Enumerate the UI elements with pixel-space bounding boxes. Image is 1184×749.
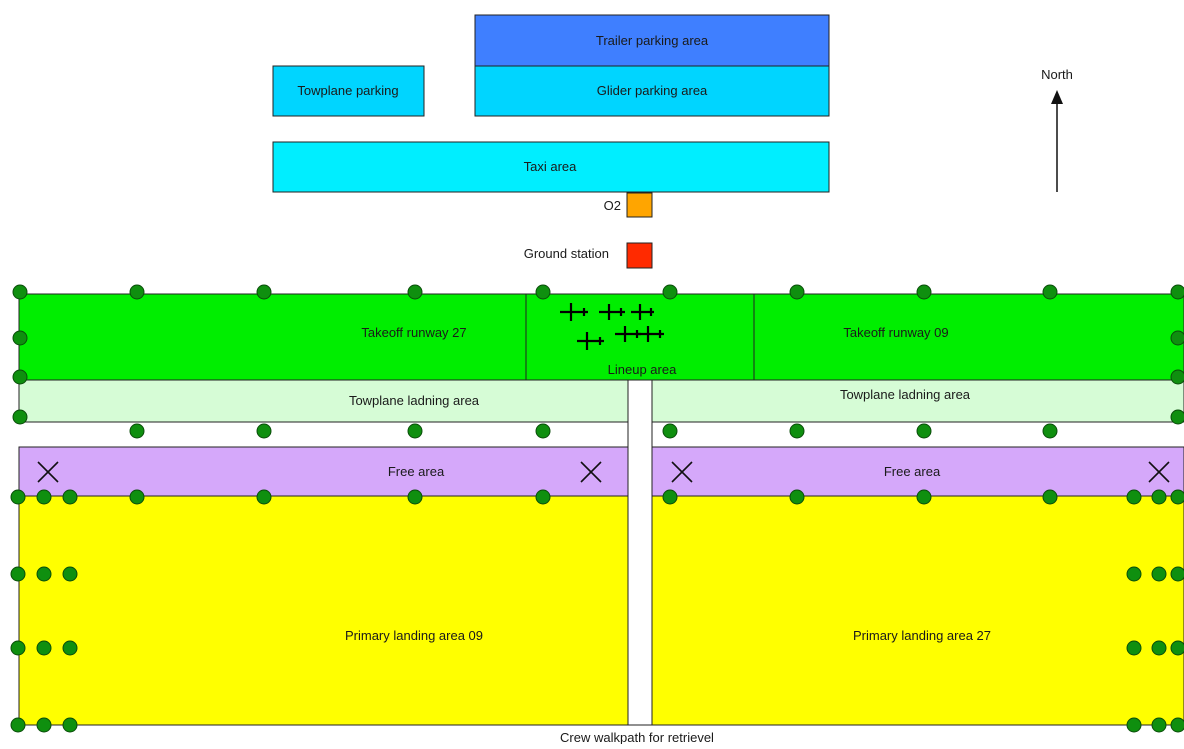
runway-light bbox=[1170, 409, 1184, 425]
x-marker bbox=[1148, 461, 1170, 483]
runway-light bbox=[1151, 566, 1167, 582]
glider-icon bbox=[631, 304, 654, 320]
runway-light bbox=[10, 489, 26, 505]
runway-light bbox=[36, 640, 52, 656]
runway-light bbox=[407, 284, 423, 300]
runway-light bbox=[1126, 489, 1142, 505]
x-marker bbox=[671, 461, 693, 483]
taxi-area-label: Taxi area bbox=[524, 159, 578, 174]
glider-icon bbox=[637, 326, 664, 342]
towplane-landing-right-label: Towplane ladning area bbox=[840, 387, 971, 402]
north-arrow-head bbox=[1051, 90, 1063, 104]
ground-station-label: Ground station bbox=[524, 246, 609, 261]
runway-light bbox=[789, 489, 805, 505]
crew-walkpath-label: Crew walkpath for retrievel bbox=[560, 730, 714, 744]
glider-parking-area bbox=[474, 65, 830, 117]
runway-light bbox=[256, 423, 272, 439]
north-label: North bbox=[1041, 67, 1073, 82]
runway-light bbox=[129, 489, 145, 505]
runway-light bbox=[1170, 640, 1184, 656]
runway-light bbox=[10, 717, 26, 733]
free-area-left-label: Free area bbox=[388, 464, 445, 479]
runway-light bbox=[1170, 369, 1184, 385]
lineup-gliders bbox=[560, 303, 664, 350]
runway-light bbox=[535, 284, 551, 300]
trailer-parking-area bbox=[474, 14, 830, 67]
glider-icon bbox=[599, 304, 625, 320]
runway-light bbox=[916, 284, 932, 300]
runway-light bbox=[662, 284, 678, 300]
primary-landing-27-label: Primary landing area 27 bbox=[853, 628, 991, 643]
primary-landing-strip bbox=[18, 495, 1184, 726]
ground-station-marker bbox=[626, 242, 653, 269]
runway-light bbox=[62, 566, 78, 582]
towplane-parking-area bbox=[272, 65, 425, 117]
runway-light bbox=[535, 423, 551, 439]
runway-light bbox=[1170, 489, 1184, 505]
o2-marker bbox=[626, 192, 653, 218]
runway-light bbox=[62, 717, 78, 733]
runway-light bbox=[129, 284, 145, 300]
taxi-area bbox=[272, 141, 830, 193]
free-area-x-markers bbox=[37, 461, 1170, 483]
x-marker bbox=[37, 461, 59, 483]
runway-light bbox=[10, 640, 26, 656]
runway-light bbox=[662, 489, 678, 505]
runway-light bbox=[916, 489, 932, 505]
runway-light bbox=[129, 423, 145, 439]
glider-icon bbox=[560, 303, 588, 321]
free-area-right-label: Free area bbox=[884, 464, 941, 479]
runway-light bbox=[1170, 566, 1184, 582]
runway-light bbox=[1151, 717, 1167, 733]
trailer-parking-label: Trailer parking area bbox=[596, 33, 709, 48]
runway-light bbox=[12, 284, 28, 300]
takeoff-runway-27-label: Takeoff runway 27 bbox=[361, 325, 466, 340]
runway-light bbox=[12, 409, 28, 425]
runway-light bbox=[256, 284, 272, 300]
towplane-landing-left-label: Towplane ladning area bbox=[349, 393, 480, 408]
glider-parking-label: Glider parking area bbox=[597, 83, 708, 98]
runway-light bbox=[535, 489, 551, 505]
runway-light bbox=[1126, 566, 1142, 582]
lineup-area-label: Lineup area bbox=[608, 362, 677, 377]
runway-lights bbox=[10, 284, 1184, 733]
runway-light bbox=[1126, 640, 1142, 656]
runway-light bbox=[36, 566, 52, 582]
glider-icon bbox=[577, 332, 604, 350]
runway-light bbox=[1042, 423, 1058, 439]
runway-light bbox=[1126, 717, 1142, 733]
runway-light bbox=[1151, 489, 1167, 505]
runway-light bbox=[1170, 330, 1184, 346]
runway-light bbox=[36, 489, 52, 505]
runway-light bbox=[407, 423, 423, 439]
crew-walkpath bbox=[627, 379, 653, 726]
runway-light bbox=[62, 640, 78, 656]
runway-light bbox=[1042, 284, 1058, 300]
runway-light bbox=[407, 489, 423, 505]
o2-label: O2 bbox=[604, 198, 621, 213]
runway-light bbox=[662, 423, 678, 439]
runway-light bbox=[256, 489, 272, 505]
runway-light bbox=[789, 423, 805, 439]
runway-light bbox=[789, 284, 805, 300]
runway-light bbox=[12, 369, 28, 385]
runway-light bbox=[1042, 489, 1058, 505]
towplane-landing-strip bbox=[18, 379, 1184, 423]
runway-light bbox=[1170, 284, 1184, 300]
runway-light bbox=[12, 330, 28, 346]
runway-light bbox=[36, 717, 52, 733]
runway-light bbox=[1170, 717, 1184, 733]
primary-landing-09-label: Primary landing area 09 bbox=[345, 628, 483, 643]
runway-light bbox=[916, 423, 932, 439]
free-area-strip bbox=[18, 446, 1184, 497]
runway-light bbox=[1151, 640, 1167, 656]
takeoff-runway-09-label: Takeoff runway 09 bbox=[843, 325, 948, 340]
runway-light bbox=[10, 566, 26, 582]
x-marker bbox=[580, 461, 602, 483]
runway-light bbox=[62, 489, 78, 505]
towplane-parking-label: Towplane parking bbox=[297, 83, 398, 98]
